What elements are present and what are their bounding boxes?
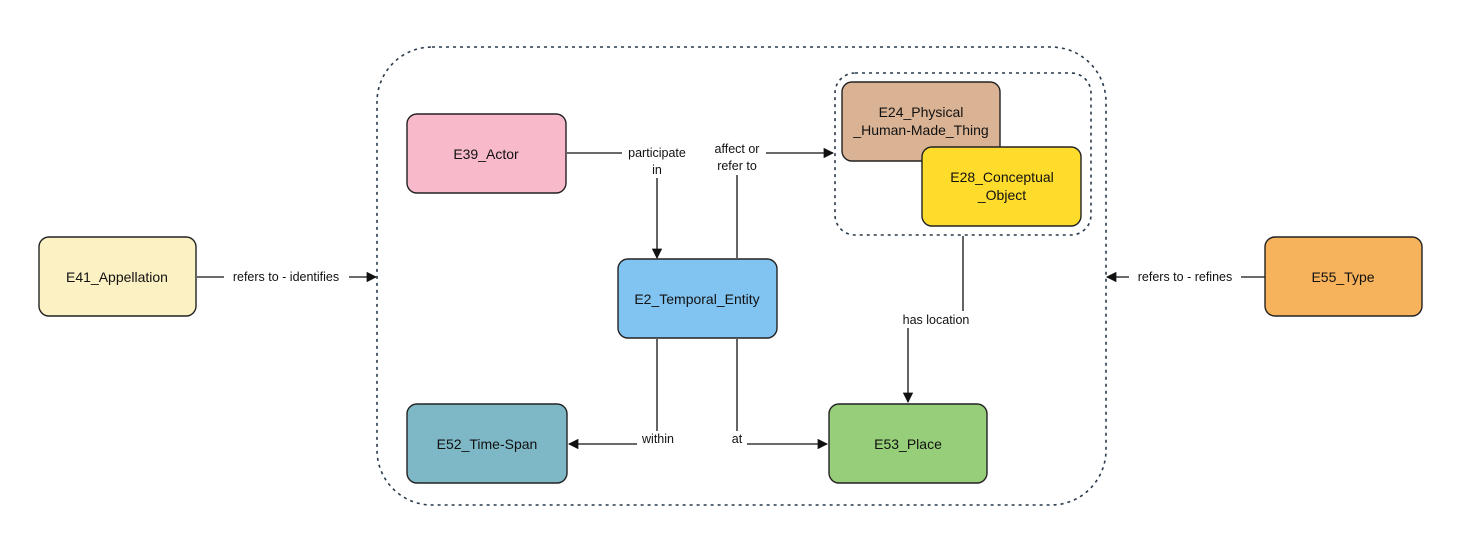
node-label-e53: E53_Place xyxy=(874,436,942,452)
edge-label-at: at xyxy=(732,432,743,446)
node-label-e24-line1: E24_Physical xyxy=(879,104,964,120)
object-group-boundary xyxy=(834,72,1092,236)
node-label-e39: E39_Actor xyxy=(453,146,519,162)
edge-label-refers-refines: refers to - refines xyxy=(1138,270,1232,284)
edge-within xyxy=(567,339,658,450)
edge-label-has-location: has location xyxy=(903,313,970,327)
node-e2-temporal-entity[interactable]: E2_Temporal_Entity xyxy=(617,258,778,339)
node-e24-physical-human-made-thing[interactable]: E24_Physical _Human-Made_Thing xyxy=(841,81,1001,162)
edge-label-affect-or: affect or xyxy=(715,142,760,156)
node-e28-conceptual-object[interactable]: E28_Conceptual _Object xyxy=(921,146,1082,227)
edge-label-within: within xyxy=(641,432,674,446)
edge-label-refer-to: refer to xyxy=(717,159,757,173)
node-label-e28-line2: _Object xyxy=(977,187,1026,203)
edge-label-refers-identifies: refers to - identifies xyxy=(233,270,339,284)
node-label-e55: E55_Type xyxy=(1311,269,1374,285)
node-e41-appellation[interactable]: E41_Appellation xyxy=(38,236,197,317)
edge-at xyxy=(736,339,829,450)
edge-label-participate: participate xyxy=(628,146,686,160)
node-e55-type[interactable]: E55_Type xyxy=(1264,236,1423,317)
node-label-e28-line1: E28_Conceptual xyxy=(950,169,1054,185)
node-label-e24-line2: _Human-Made_Thing xyxy=(852,122,988,138)
node-label-e41: E41_Appellation xyxy=(66,269,168,285)
node-e52-time-span[interactable]: E52_Time-Span xyxy=(406,403,568,484)
edge-label-in: in xyxy=(652,163,662,177)
node-e39-actor[interactable]: E39_Actor xyxy=(406,113,567,194)
node-label-e2: E2_Temporal_Entity xyxy=(634,291,759,307)
node-e53-place[interactable]: E53_Place xyxy=(828,403,988,484)
node-label-e52: E52_Time-Span xyxy=(437,436,538,452)
